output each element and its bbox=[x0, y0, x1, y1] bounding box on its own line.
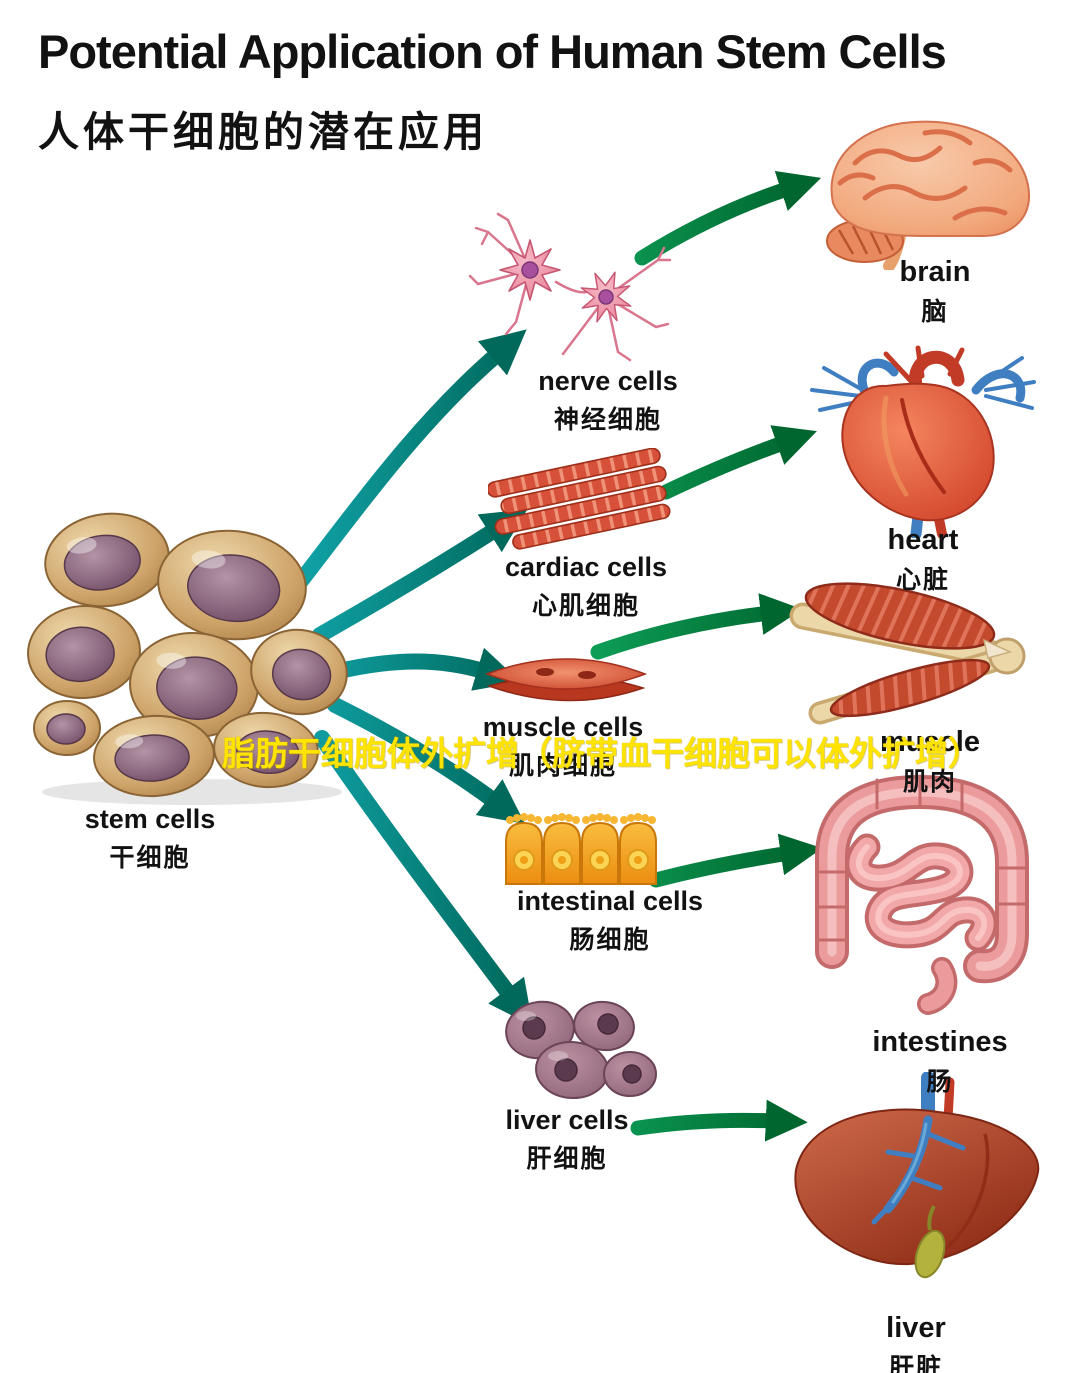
brain-label-zh: 脑 bbox=[921, 298, 949, 326]
liver-organ-label: liver 肝脏 bbox=[886, 1312, 946, 1373]
cardiac-cells-label-en: cardiac cells bbox=[504, 552, 668, 582]
arrows-stem-to-cells bbox=[282, 329, 533, 1026]
liver-body bbox=[794, 1108, 1040, 1266]
intestines-label: intestines 肠 bbox=[872, 1026, 1007, 1098]
liver-cells-label-zh: 肝细胞 bbox=[526, 1145, 608, 1173]
colon bbox=[815, 774, 1029, 1015]
page-subtitle-zh: 人体干细胞的潜在应用 bbox=[38, 109, 488, 155]
page-title: Potential Application of Human Stem Cell… bbox=[38, 25, 947, 78]
arrow-livercells-to-liver bbox=[630, 1099, 808, 1142]
heart-vessels bbox=[810, 345, 1036, 538]
muscle-cells-label-zh: 肌肉细胞 bbox=[508, 752, 618, 780]
stem-cells-illustration bbox=[27, 512, 348, 805]
cardiac-cells-label: cardiac cells 心肌细胞 bbox=[505, 552, 667, 622]
intestinal-cells-label-zh: 肠细胞 bbox=[569, 926, 651, 954]
nerve-cells-label-zh: 神经细胞 bbox=[553, 406, 663, 434]
intestines-illustration bbox=[815, 774, 1029, 1015]
stem-cell-group bbox=[27, 512, 348, 798]
heart-label-zh: 心脏 bbox=[895, 566, 951, 594]
arrow-stem-to-cardiac bbox=[312, 509, 528, 643]
muscle-cells-label: muscle cells 肌肉细胞 bbox=[483, 712, 644, 782]
brain-gyri bbox=[837, 129, 1013, 221]
liver-organ-label-en: liver bbox=[886, 1312, 946, 1344]
small-intestine bbox=[845, 833, 998, 952]
arrow-musclecells-to-muscle bbox=[590, 593, 803, 660]
muscle-cells-label-en: muscle cells bbox=[482, 712, 644, 742]
liver-cells-label-en: liver cells bbox=[505, 1105, 629, 1135]
arrow-stem-to-liver bbox=[314, 730, 533, 1026]
nerve-dendrites bbox=[468, 212, 672, 362]
liver-cell-blobs bbox=[505, 1000, 657, 1100]
muscle-organ-label-en: muscle bbox=[880, 726, 980, 758]
cardiac-fibers bbox=[488, 448, 671, 550]
liver-organ-label-zh: 肝脏 bbox=[888, 1354, 944, 1373]
arrow-nerve-to-brain bbox=[634, 170, 822, 266]
cardiac-cells-illustration bbox=[488, 448, 671, 550]
stem-cells-label-zh: 干细胞 bbox=[109, 844, 191, 872]
muscle-organ-label-zh: 肌肉 bbox=[902, 768, 958, 796]
nerve-cells-illustration bbox=[468, 212, 672, 362]
muscle-organ-illustration bbox=[789, 582, 1026, 725]
intestinal-cells-label: intestinal cells 肠细胞 bbox=[517, 886, 703, 956]
heart-illustration bbox=[810, 345, 1036, 538]
watermark-text: 脂肪干细胞体外扩增（脐带血干细胞可以体外扩增） bbox=[222, 735, 981, 772]
heart-label: heart 心脏 bbox=[888, 524, 959, 596]
intestines-label-zh: 肠 bbox=[926, 1068, 954, 1096]
liver-cells-label: liver cells 肝细胞 bbox=[505, 1105, 628, 1175]
stem-cells-label: stem cells 干细胞 bbox=[85, 804, 216, 874]
gallbladder bbox=[914, 1229, 946, 1279]
muscle-spindles bbox=[484, 658, 648, 702]
intestinal-cells-illustration bbox=[505, 813, 657, 885]
nerve-somas bbox=[499, 239, 632, 323]
intestinal-cell-columns bbox=[505, 813, 657, 885]
nerve-cells-label: nerve cells 神经细胞 bbox=[538, 366, 678, 436]
arrow-stem-to-muscle bbox=[327, 647, 521, 691]
liver-cells-illustration bbox=[505, 1000, 657, 1100]
liver-illustration bbox=[794, 1072, 1040, 1279]
arrow-intestinal-to-intestines bbox=[648, 833, 823, 888]
arrow-stem-to-intestinal bbox=[327, 697, 526, 824]
arm-muscles bbox=[804, 582, 1013, 718]
brain-label: brain 脑 bbox=[900, 256, 971, 328]
liver-vessels bbox=[871, 1115, 966, 1225]
muscle-cells-illustration bbox=[484, 658, 648, 702]
brain-label-en: brain bbox=[899, 256, 971, 288]
heart-label-en: heart bbox=[887, 524, 959, 556]
nerve-cells-label-en: nerve cells bbox=[538, 366, 678, 396]
arrow-stem-to-nerve bbox=[282, 329, 527, 603]
stem-cells-label-en: stem cells bbox=[84, 804, 216, 834]
brain-shape bbox=[826, 120, 1031, 270]
muscle-organ-label: muscle 肌肉 bbox=[880, 726, 980, 798]
intestines-label-en: intestines bbox=[872, 1026, 1008, 1058]
arrows-cells-to-organs bbox=[590, 170, 823, 1142]
brain-illustration bbox=[826, 120, 1031, 270]
intestinal-cells-label-en: intestinal cells bbox=[516, 886, 704, 916]
cardiac-cells-label-zh: 心肌细胞 bbox=[531, 592, 640, 620]
arrow-cardiac-to-heart bbox=[658, 425, 817, 500]
